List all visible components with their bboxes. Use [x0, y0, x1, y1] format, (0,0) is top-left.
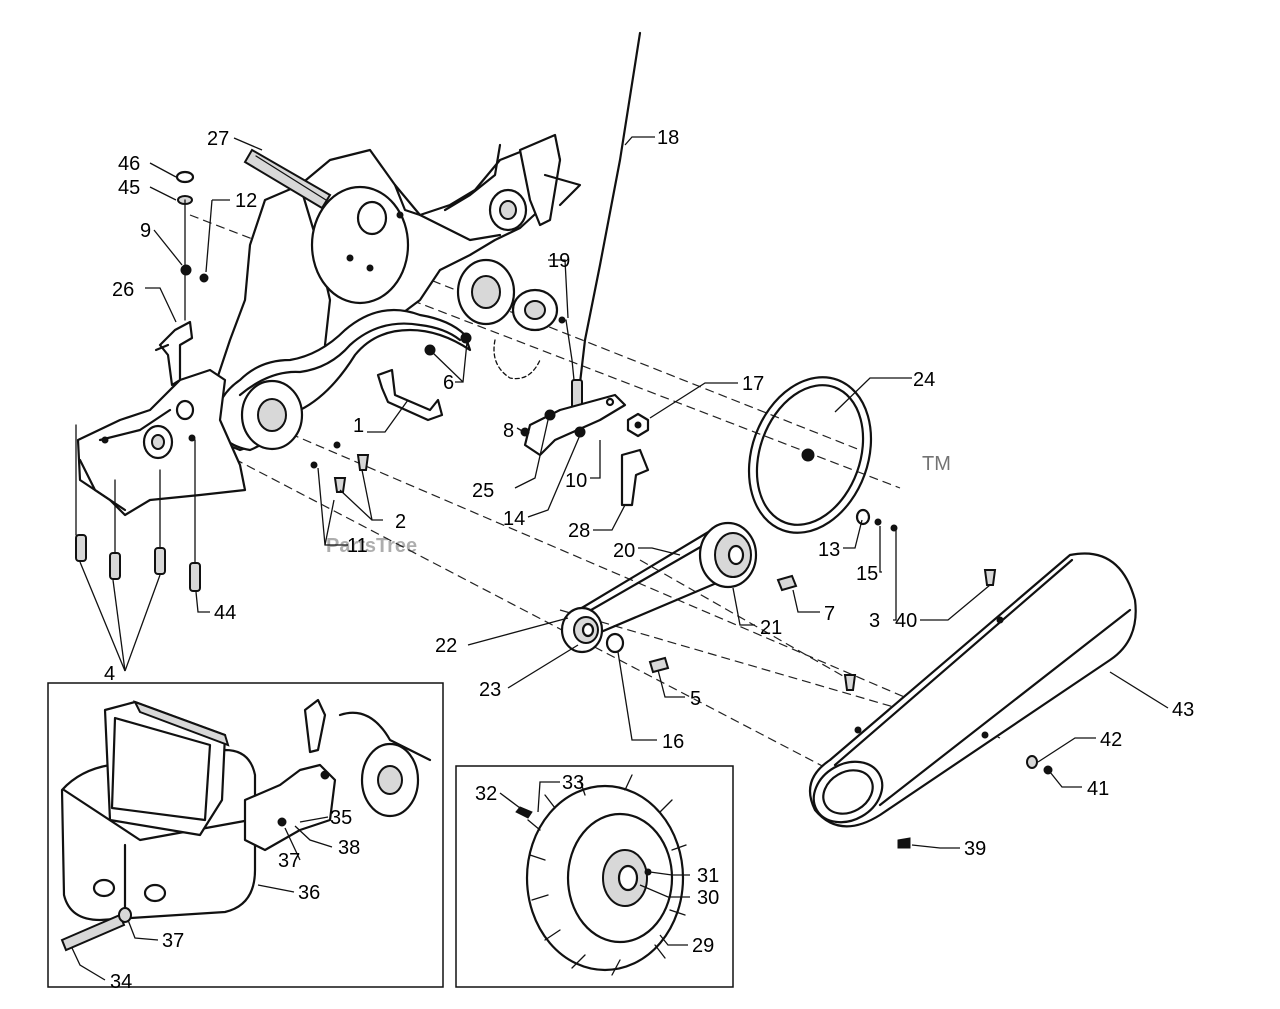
callout-3: 3 [869, 610, 880, 632]
part-21-pulley [698, 521, 758, 589]
callout-24: 24 [913, 369, 935, 391]
part-44-bolt [189, 439, 201, 592]
callout-21: 21 [760, 617, 782, 639]
callout-34: 34 [110, 971, 132, 993]
callout-36: 36 [298, 882, 320, 904]
part-25-idler-bracket [520, 393, 627, 457]
part-39-42-hardware [843, 569, 1053, 849]
callout-28: 28 [568, 520, 590, 542]
callout-12: 12 [235, 190, 257, 212]
callout-46: 46 [118, 153, 140, 175]
inset-wheel [455, 765, 734, 988]
part-45-46-nut-washer [175, 170, 209, 321]
part-28-bracket [620, 448, 650, 507]
part-16-5-7-hardware [605, 574, 798, 674]
callout-44: 44 [214, 602, 236, 624]
callout-27: 27 [207, 128, 229, 150]
callout-20: 20 [613, 540, 635, 562]
part-2-11-bolts [310, 441, 370, 493]
transmission-housing [203, 133, 582, 452]
callout-19: 19 [548, 250, 570, 272]
part-23-pulley [560, 606, 604, 654]
watermark: PartsTree TM [326, 453, 951, 557]
callout-31: 31 [697, 865, 719, 887]
callout-5: 5 [690, 688, 701, 710]
callout-42: 42 [1100, 729, 1122, 751]
callout-37-upper: 37 [278, 850, 300, 872]
callout-2: 2 [395, 511, 406, 533]
callout-29: 29 [692, 935, 714, 957]
callout-26: 26 [112, 279, 134, 301]
callout-45: 45 [118, 177, 140, 199]
callout-1: 1 [353, 415, 364, 437]
callout-4: 4 [104, 663, 115, 685]
inset-bumper [47, 682, 444, 988]
watermark-trademark: TM [922, 453, 951, 475]
callout-39: 39 [964, 838, 986, 860]
watermark-brand: PartsTree [326, 535, 417, 557]
callout-10: 10 [565, 470, 587, 492]
part-17-nut [626, 412, 650, 438]
part-27-shaft [243, 148, 332, 210]
callout-17: 17 [742, 373, 764, 395]
callout-43: 43 [1172, 699, 1194, 721]
part-19-idler [493, 288, 566, 380]
callout-7: 7 [824, 603, 835, 625]
callout-11: 11 [347, 535, 368, 557]
callout-35: 35 [330, 807, 352, 829]
callout-18: 18 [657, 127, 679, 149]
part-26-bracket [154, 320, 194, 387]
callout-37-lower: 37 [162, 930, 184, 952]
callout-32: 32 [475, 783, 497, 805]
callouts: 27 46 45 12 9 26 18 19 6 1 2 11 4 44 17 … [104, 127, 1194, 993]
callout-33: 33 [562, 772, 584, 794]
callout-40: 40 [895, 610, 917, 632]
part-18-cable [565, 31, 642, 413]
callout-38: 38 [338, 837, 360, 859]
front-mount-bracket [76, 368, 247, 517]
callout-14: 14 [503, 508, 525, 530]
callout-22: 22 [435, 635, 457, 657]
callout-23: 23 [479, 679, 501, 701]
part-24-belt [747, 376, 873, 534]
callout-41: 41 [1087, 778, 1109, 800]
part-13-15-hardware [855, 508, 898, 532]
callout-15: 15 [856, 563, 878, 585]
callout-30: 30 [697, 887, 719, 909]
leader-lines [71, 136, 1169, 981]
part-4-bolts [75, 424, 166, 580]
callout-9: 9 [140, 220, 151, 242]
callout-6: 6 [443, 372, 454, 394]
callout-8: 8 [503, 420, 514, 442]
callout-25: 25 [472, 480, 494, 502]
part-1-bracket [376, 368, 444, 422]
callout-16: 16 [662, 731, 684, 753]
part-43-belt-cover [808, 552, 1137, 828]
callout-13: 13 [818, 539, 840, 561]
